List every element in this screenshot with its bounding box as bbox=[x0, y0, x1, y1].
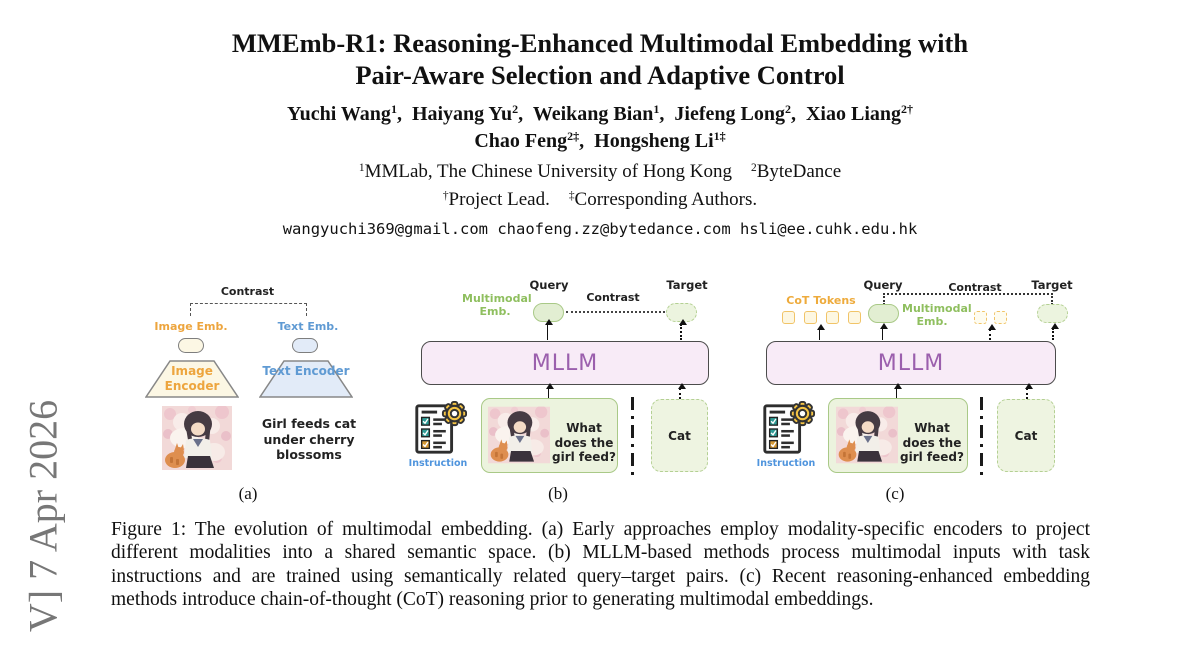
query-target-divider-c bbox=[980, 397, 983, 479]
question-text-b: What does the girl feed? bbox=[552, 421, 616, 464]
instruction-icon-b bbox=[412, 400, 468, 458]
authors-line1: Yuchi Wang1, Haiyang Yu2, Weikang Bian1,… bbox=[286, 102, 914, 125]
image-encoder-trapezoid: Image Encoder bbox=[145, 360, 239, 398]
query-target-divider-b bbox=[631, 397, 634, 479]
author-notes-line: †Project Lead. ‡Corresponding Authors. bbox=[442, 189, 758, 210]
text-embedding-pill bbox=[292, 338, 318, 353]
image-embedding-pill bbox=[178, 338, 204, 353]
contrast-label-a: Contrast bbox=[220, 285, 275, 298]
arrow-mllm-to-cot-c bbox=[816, 324, 825, 340]
arrow-input-to-mllm-c bbox=[893, 383, 902, 399]
arrow-input-to-mllm-b bbox=[545, 383, 554, 399]
text-emb-label: Text Emb. bbox=[277, 320, 339, 333]
text-encoder-label: Text Encoder bbox=[262, 364, 350, 378]
cot-tokens-label-c: CoT Tokens bbox=[786, 294, 856, 307]
arrow-mllm-to-target-c bbox=[1050, 323, 1059, 340]
paper-title-line2: Pair-Aware Selection and Adaptive Contro… bbox=[355, 60, 845, 90]
panel-label-a: (a) bbox=[238, 484, 258, 503]
image-emb-label: Image Emb. bbox=[154, 320, 228, 333]
target-pill-c bbox=[1037, 304, 1068, 323]
text-encoder-trapezoid: Text Encoder bbox=[259, 360, 353, 398]
multimodal-emb-label-b: Multimodal Emb. bbox=[462, 292, 532, 318]
latent-token-square-2 bbox=[994, 311, 1007, 324]
authors-line2: Chao Feng2‡, Hongsheng Li1‡ bbox=[474, 129, 726, 152]
cot-token-square-2 bbox=[804, 311, 817, 324]
mllm-box-b: MLLM bbox=[421, 341, 709, 385]
target-label-c: Target bbox=[1031, 278, 1073, 292]
arrow-mllm-to-latent-c bbox=[987, 324, 996, 340]
target-cat-box-b: Cat bbox=[651, 399, 708, 472]
question-text-c: What does the girl feed? bbox=[900, 421, 964, 464]
query-label-c: Query bbox=[863, 278, 903, 292]
mllm-label-c: MLLM bbox=[877, 350, 945, 376]
target-cat-box-c: Cat bbox=[997, 399, 1055, 472]
affiliation-line: 1MMLab, The Chinese University of Hong K… bbox=[358, 161, 842, 182]
mllm-box-c: MLLM bbox=[766, 341, 1056, 385]
cot-token-square-1 bbox=[782, 311, 795, 324]
arrow-mllm-to-target-b bbox=[678, 319, 687, 340]
mllm-label-b: MLLM bbox=[531, 350, 599, 376]
query-pill-c bbox=[868, 304, 899, 323]
instruction-label-c: Instruction bbox=[756, 458, 816, 469]
arrow-cat-to-mllm-b bbox=[677, 383, 686, 399]
multimodal-emb-label-c: Multimodal Emb. bbox=[902, 302, 972, 328]
panel-label-c: (c) bbox=[885, 484, 905, 503]
emails-line: wangyuchi369@gmail.com chaofeng.zz@byted… bbox=[282, 220, 918, 238]
instruction-icon-c bbox=[760, 400, 816, 458]
target-label-b: Target bbox=[666, 278, 708, 292]
cot-token-square-3 bbox=[826, 311, 839, 324]
contrast-label-b: Contrast bbox=[586, 291, 640, 304]
contrast-line-b bbox=[566, 311, 665, 313]
figure-caption: Figure 1: The evolution of multimodal em… bbox=[111, 519, 1090, 611]
query-label-b: Query bbox=[529, 278, 569, 292]
girl-cat-image-b bbox=[488, 404, 550, 466]
contrast-bracket-c bbox=[883, 293, 1053, 305]
contrast-label-c: Contrast bbox=[948, 281, 1002, 294]
arrow-mllm-to-query-b bbox=[544, 319, 553, 340]
cat-label-c: Cat bbox=[1014, 428, 1038, 443]
arrow-mllm-to-query-c bbox=[879, 323, 888, 340]
latent-token-square-1 bbox=[974, 311, 987, 324]
girl-cat-image-a bbox=[162, 406, 232, 470]
panel-label-b: (b) bbox=[548, 484, 568, 503]
girl-cat-image-c bbox=[836, 404, 898, 466]
arrow-cat-to-mllm-c bbox=[1024, 383, 1033, 399]
contrast-bracket-a bbox=[190, 303, 307, 316]
paper-title-line1: MMEmb-R1: Reasoning-Enhanced Multimodal … bbox=[231, 28, 969, 58]
image-encoder-label: Image Encoder bbox=[164, 364, 220, 393]
instruction-label-b: Instruction bbox=[408, 458, 468, 469]
caption-text-a: Girl feeds cat under cherry blossoms bbox=[261, 416, 357, 462]
cat-label-b: Cat bbox=[668, 428, 691, 443]
cot-token-square-4 bbox=[848, 311, 861, 324]
